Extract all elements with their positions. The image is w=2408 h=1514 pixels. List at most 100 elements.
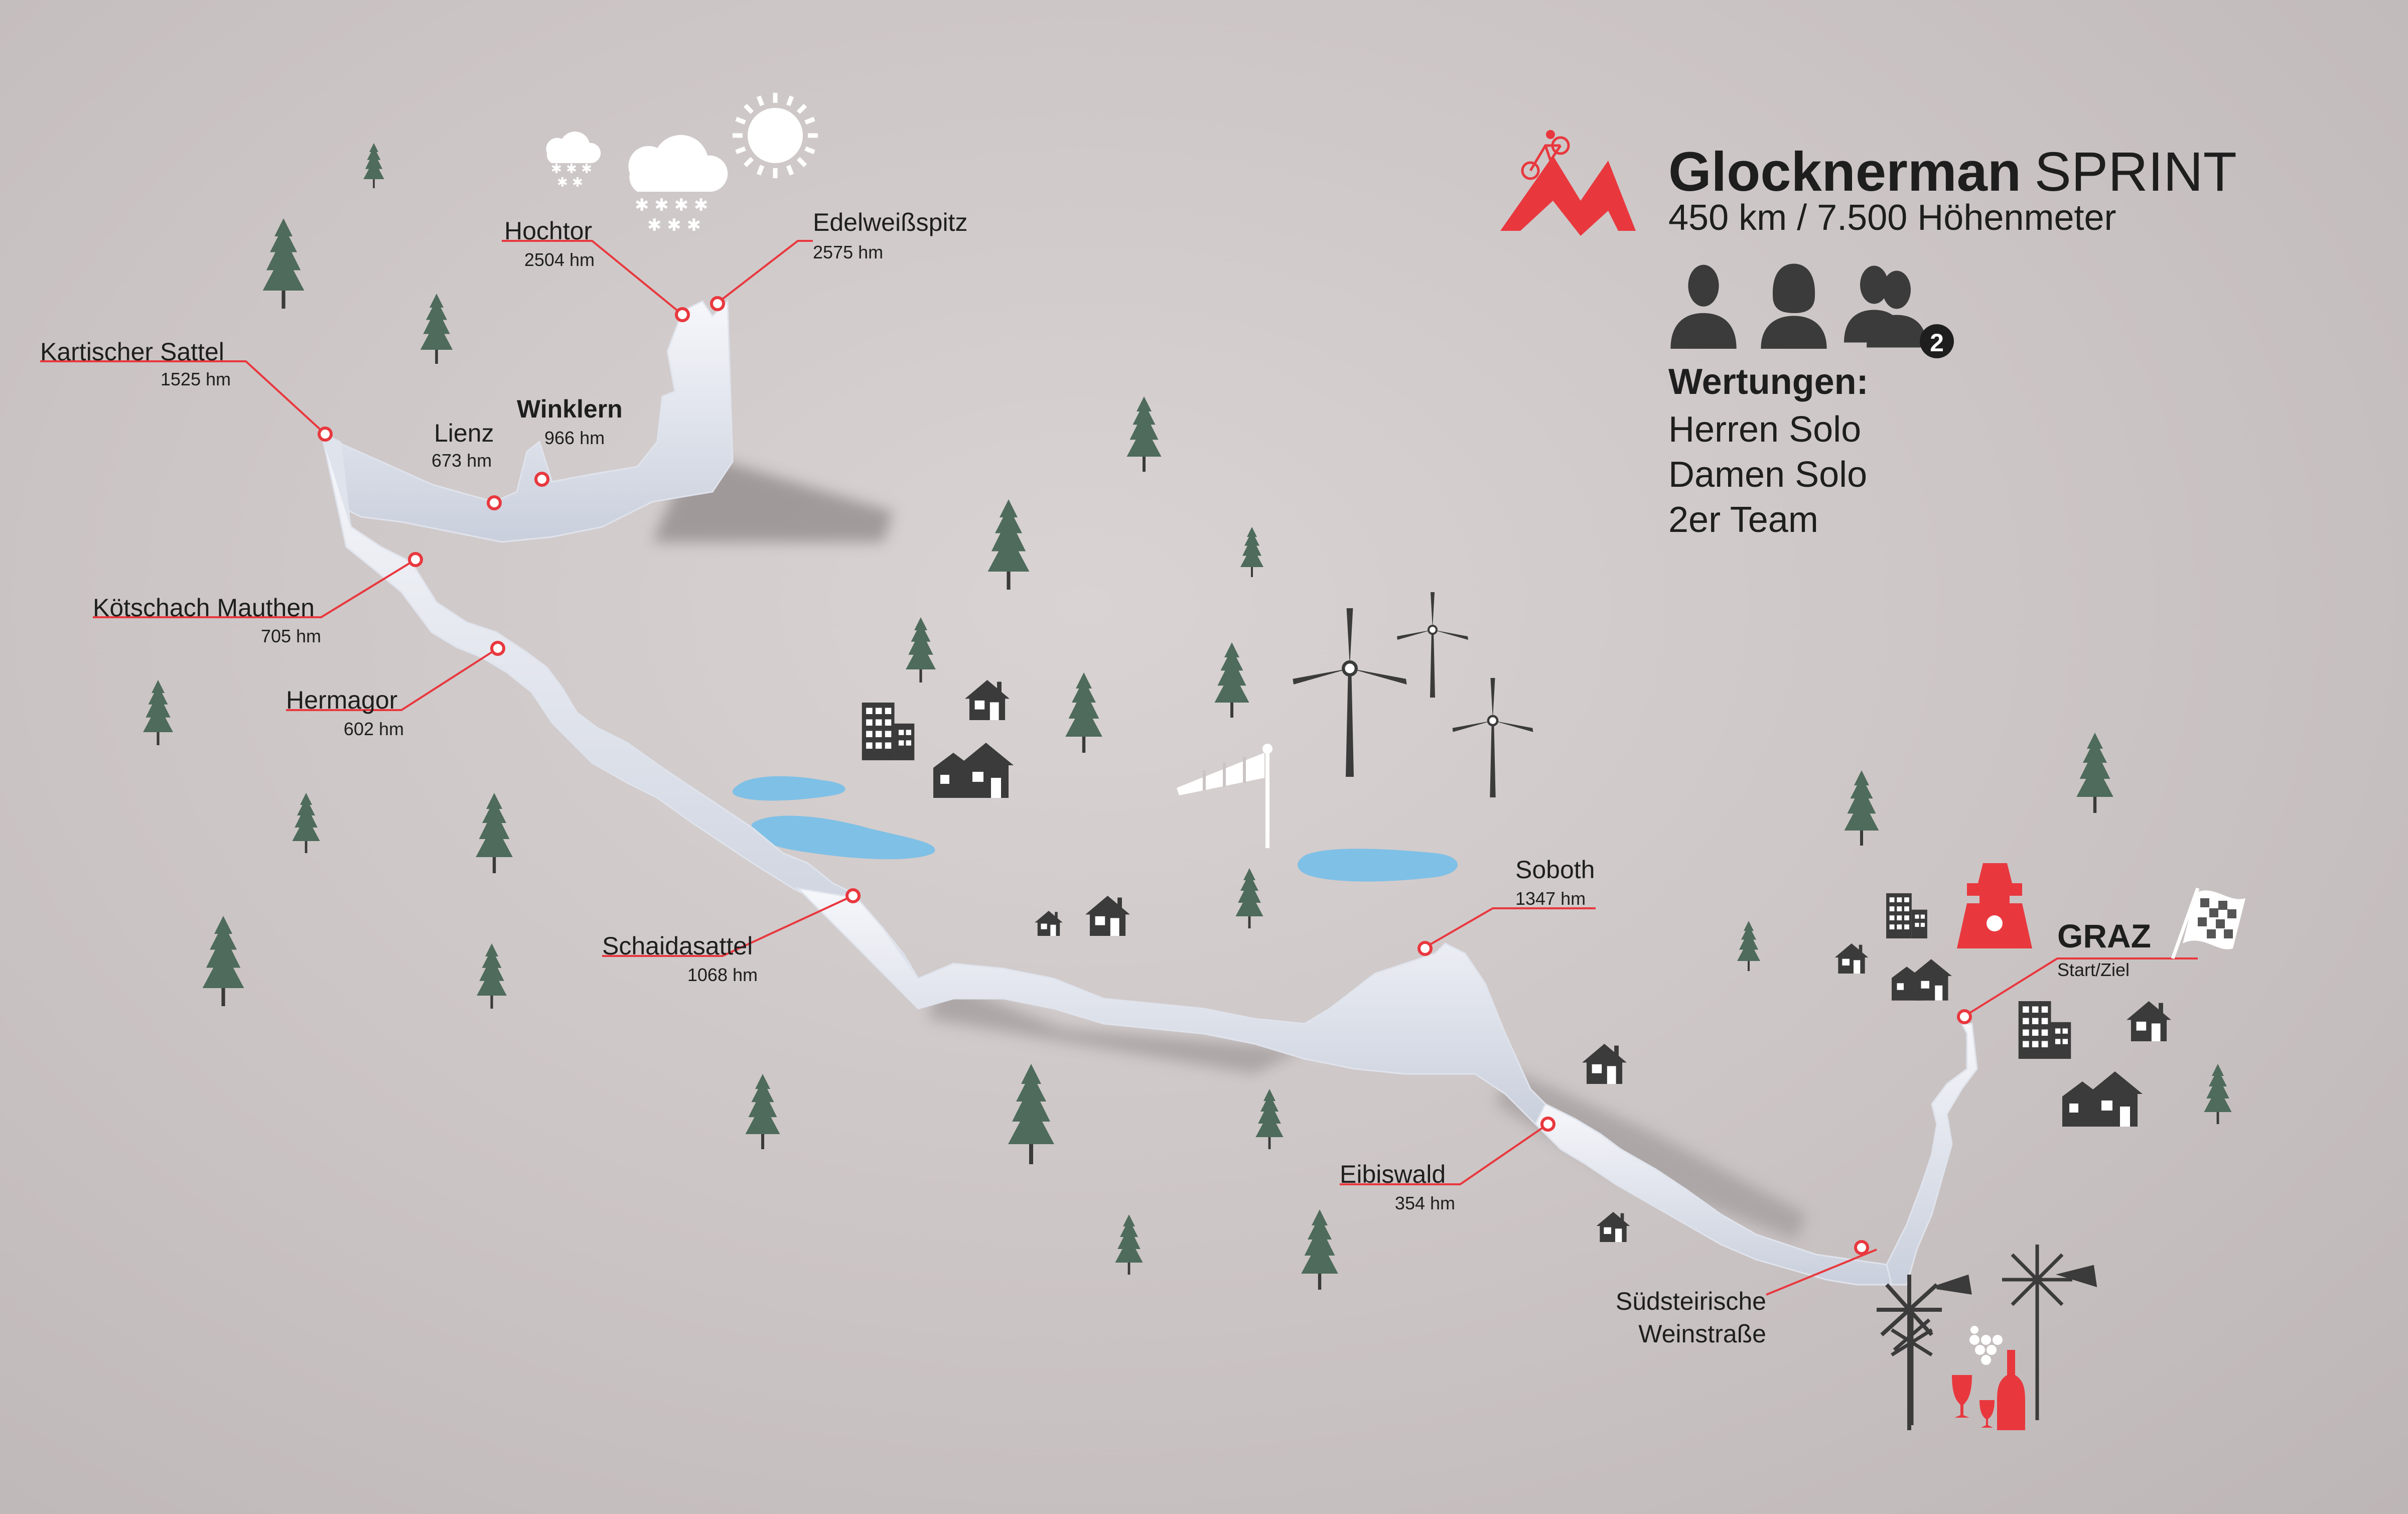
- house-icon: [1892, 959, 1952, 1001]
- tree-icon: [2076, 733, 2113, 813]
- tree-icon: [1255, 1089, 1284, 1149]
- tree-icon: [292, 793, 320, 853]
- tree-icon: [202, 916, 244, 1006]
- leaders: [40, 240, 2198, 1296]
- person-icon: [1670, 264, 1737, 349]
- waypoint-labels: Kartischer Sattel 1525 hm Hochtor 2504 h…: [40, 208, 2151, 1348]
- cloud-snow-icon: ✱ ✱ ✱ ✱ ✱: [546, 131, 601, 190]
- team-badge: 2: [1930, 329, 1944, 357]
- marker: [1540, 1117, 1555, 1132]
- waypoint-altitude: 602 hm: [344, 719, 404, 739]
- waypoint-altitude: 1068 hm: [687, 965, 758, 985]
- person-female-icon: [1761, 263, 1827, 349]
- svg-text:Glocknerman SPRINT: Glocknerman SPRINT: [1668, 141, 2237, 203]
- cloud-snow-icon: ✱ ✱ ✱ ✱ ✱ ✱ ✱: [628, 134, 728, 235]
- house-icon: [1085, 896, 1130, 936]
- tree-icon: [477, 943, 507, 1009]
- tree-icon: [363, 143, 384, 188]
- lake: [751, 815, 935, 860]
- landmark-tower-icon: [1957, 863, 2032, 948]
- svg-text:✱ ✱ ✱: ✱ ✱ ✱: [551, 162, 592, 177]
- windmill-icon: [2002, 1245, 2097, 1420]
- wine-bottle-icon: [1997, 1350, 2025, 1430]
- trees: [143, 143, 2232, 1290]
- tree-icon: [1737, 921, 1760, 971]
- wind-turbine-icon: [1293, 608, 1406, 777]
- waypoint-altitude: 354 hm: [1395, 1193, 1455, 1213]
- tree-icon: [745, 1074, 780, 1149]
- tree-icon: [1008, 1064, 1054, 1164]
- lakes: [732, 776, 1458, 882]
- tree-icon: [1115, 1214, 1143, 1275]
- waypoint-name: Schaidasattel: [602, 932, 753, 960]
- tree-icon: [906, 617, 936, 682]
- tree-icon: [1065, 672, 1102, 753]
- team-icon: 2: [1844, 265, 1954, 358]
- building-icon: [862, 703, 915, 760]
- tree-icon: [1301, 1209, 1338, 1290]
- title-suffix: SPRINT: [2034, 141, 2236, 203]
- title-block: Glocknerman SPRINT 450 km / 7.500 Höhenm…: [1500, 130, 2237, 540]
- marker: [534, 472, 549, 487]
- windsock-icon: [1177, 744, 1272, 848]
- markers: [318, 296, 1972, 1255]
- rating-item: Damen Solo: [1668, 455, 1867, 495]
- lake: [1298, 849, 1458, 882]
- marker: [318, 427, 333, 442]
- house-icon: [933, 743, 1014, 798]
- tree-icon: [1844, 770, 1879, 846]
- marker: [487, 495, 502, 510]
- house-icon: [2062, 1071, 2143, 1127]
- ratings-heading: Wertungen:: [1668, 362, 1869, 402]
- marker: [845, 888, 861, 903]
- marker: [675, 307, 690, 322]
- settlements: [862, 680, 2171, 1242]
- tree-icon: [2204, 1064, 2232, 1124]
- tree-icon: [476, 793, 513, 873]
- wind-turbine-icon: [1397, 592, 1468, 698]
- waypoint-name: Südsteirische: [1616, 1287, 1766, 1315]
- waypoint-altitude: 705 hm: [261, 626, 321, 646]
- tree-icon: [1240, 527, 1263, 577]
- windmill-icon: [1877, 1274, 1972, 1430]
- waypoint-name: Weinstraße: [1638, 1320, 1766, 1348]
- waypoint-altitude: Start/Ziel: [2057, 959, 2130, 980]
- marker: [1418, 941, 1433, 956]
- sun-icon: [733, 93, 818, 178]
- tree-icon: [143, 680, 173, 745]
- waypoint-name: Kartischer Sattel: [40, 338, 224, 366]
- rating-item: 2er Team: [1668, 500, 1818, 540]
- waypoint-altitude: 966 hm: [544, 428, 605, 448]
- waypoint-altitude: 1525 hm: [161, 369, 231, 389]
- logo-mountain-cyclist-icon: [1500, 130, 1636, 236]
- checkered-flag-icon: [2171, 887, 2245, 959]
- house-icon: [1035, 911, 1063, 936]
- waypoint-name: Edelweißspitz: [813, 208, 967, 236]
- marker: [1957, 1009, 1972, 1024]
- waypoint-name: Hochtor: [504, 217, 592, 245]
- marker: [408, 552, 423, 567]
- tree-icon: [1235, 868, 1263, 928]
- waypoint-name: GRAZ: [2057, 917, 2151, 954]
- waypoint-name: Winklern: [517, 395, 623, 423]
- wind-turbine-icon: [1453, 678, 1533, 797]
- rating-item: Herren Solo: [1668, 409, 1861, 450]
- house-icon: [1582, 1044, 1627, 1084]
- svg-text:✱ ✱: ✱ ✱: [557, 175, 583, 190]
- waypoint-altitude: 2575 hm: [813, 242, 883, 262]
- marker: [490, 641, 505, 656]
- marker: [710, 296, 725, 311]
- building-icon: [2018, 1001, 2071, 1059]
- tree-icon: [1126, 396, 1162, 472]
- wind-park: [1293, 592, 1533, 797]
- waypoint-name: Soboth: [1515, 856, 1595, 884]
- weather: ✱ ✱ ✱ ✱ ✱ ✱ ✱ ✱ ✱ ✱ ✱ ✱: [546, 93, 818, 235]
- wine-glass-icon: [1952, 1375, 1995, 1428]
- lake: [732, 776, 845, 801]
- grapes-icon: [1969, 1326, 2003, 1365]
- svg-text:✱ ✱ ✱: ✱ ✱ ✱: [647, 215, 701, 235]
- house-icon: [965, 680, 1010, 720]
- waypoint-altitude: 1347 hm: [1515, 888, 1586, 909]
- house-icon: [1834, 943, 1869, 974]
- tree-icon: [987, 499, 1030, 590]
